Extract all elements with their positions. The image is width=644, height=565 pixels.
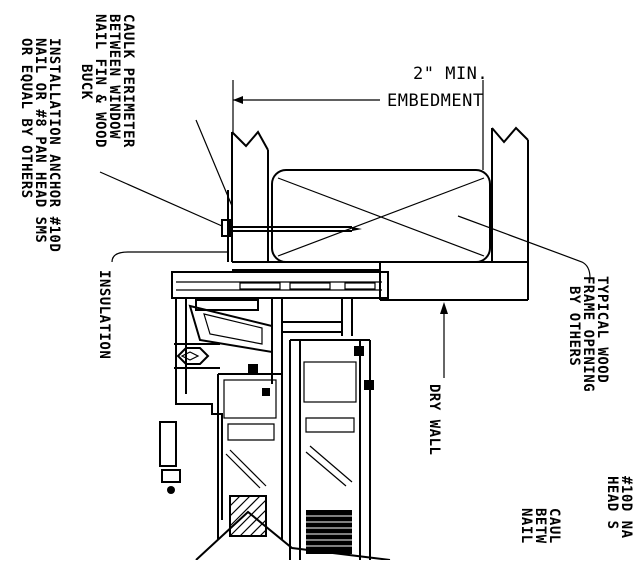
wood-frame-line-3: BY OTHERS <box>566 286 582 366</box>
embedment-label-line2: EMBEDMENT <box>387 91 484 111</box>
dry-wall-label: DRY WALL <box>426 384 442 455</box>
cut-top-line-2: HEAD S <box>604 476 620 530</box>
wood-frame-line-2: FRAME OPENING <box>580 276 596 392</box>
cut-right-top-label: #10D NA HEAD S <box>604 476 634 539</box>
anchor-line-3: OR EQUAL BY OTHERS <box>18 38 34 199</box>
caulk-line-3: NAIL FIN & WOOD <box>92 14 108 148</box>
wood-frame-line-1: TYPICAL WOOD <box>594 276 610 383</box>
wood-frame-label: TYPICAL WOOD FRAME OPENING BY OTHERS <box>566 276 610 392</box>
wood-frame <box>491 126 529 262</box>
window-frame <box>159 271 389 520</box>
cut-bottom-line-2: BETW <box>532 508 548 544</box>
embedment-label-line1: 2" MIN. <box>413 64 488 84</box>
leader-lines <box>99 119 591 378</box>
anchor-line-2: NAIL OR #8 PAN HEAD SMS <box>32 38 48 243</box>
caulk-line-1: CAULK PERIMETER <box>120 14 136 148</box>
sash-outer <box>289 339 371 560</box>
cut-right-bottom-label: CAUL BETW NAIL <box>518 508 562 544</box>
wall-base <box>232 261 529 301</box>
installation-anchor-label: INSTALLATION ANCHOR #10D NAIL OR #8 PAN … <box>18 38 62 252</box>
insulation-label: INSULATION <box>96 270 112 359</box>
cut-top-line-1: #10D NA <box>618 476 634 539</box>
cut-bottom-line-3: NAIL <box>518 508 534 544</box>
sash-inner <box>217 373 283 540</box>
wood-buck <box>227 130 269 262</box>
caulk-perimeter-label: CAULK PERIMETER BETWEEN WINDOW NAIL FIN … <box>78 14 136 148</box>
cut-bottom-line-1: CAUL <box>546 508 562 544</box>
anchor-nail <box>221 219 362 237</box>
caulk-line-4: BUCK <box>78 64 94 100</box>
insulation-text: INSULATION <box>96 270 112 359</box>
embedment-dimension: 2" MIN. EMBEDMENT <box>232 64 488 170</box>
anchor-line-1: INSTALLATION ANCHOR #10D <box>46 38 62 252</box>
caulk-line-2: BETWEEN WINDOW <box>106 14 122 139</box>
framing-block <box>271 169 491 263</box>
dry-wall-text: DRY WALL <box>426 384 442 455</box>
break-line <box>195 510 391 561</box>
